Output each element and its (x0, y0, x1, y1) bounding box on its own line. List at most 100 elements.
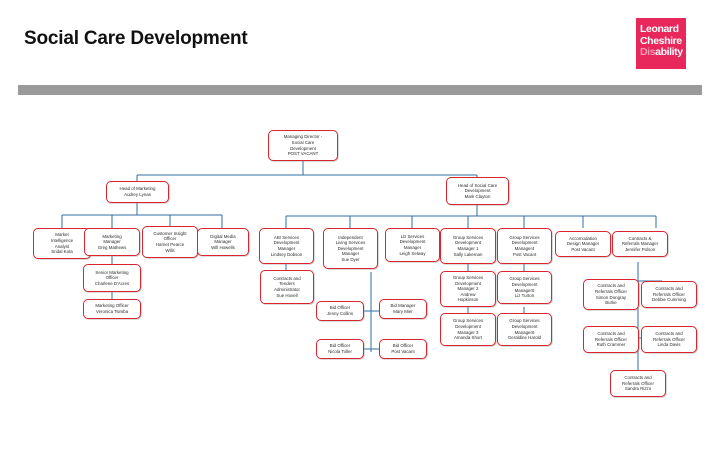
node-contracts-referrals-officer-ruth-crammer[interactable]: Contracts and Referrals Officer Ruth Cra… (583, 326, 639, 353)
node-line: Head of Marketing (119, 186, 156, 192)
header-divider-bar (18, 85, 702, 95)
node-line: Market (55, 232, 69, 238)
node-group-services-development-manager-1[interactable]: Group Services Development Manager 1 Sal… (440, 228, 496, 264)
node-line: LD Services (400, 233, 425, 239)
logo-line-cheshire: Cheshire (640, 34, 682, 47)
node-line: Manager (214, 239, 232, 245)
node-line: Bid Officer (392, 343, 414, 349)
node-line: Digital Media (210, 233, 236, 239)
node-line: Group Services (509, 276, 540, 282)
node-line: Group Services (509, 234, 540, 240)
node-line: Manager (277, 246, 296, 251)
node-line: Lindsey Dobson (270, 251, 303, 257)
node-line: Manager (103, 239, 121, 245)
node-line: Referrals Officer (653, 291, 685, 297)
node-contracts-referrals-officer-simon-dongray-burke[interactable]: Contracts and Referrals Officer Simon Do… (583, 279, 639, 310)
node-contracts-and-tenders-administrator[interactable]: Contracts and Tenders Administrator Sue … (260, 270, 314, 304)
node-line: POST VACANT (287, 151, 319, 157)
node-line: Contracts and (655, 286, 683, 292)
node-contracts-referrals-officer-linda-davis[interactable]: Contracts and Referrals Officer Linda Da… (641, 326, 697, 353)
node-line: Manager (341, 251, 360, 257)
node-line: Development (273, 240, 300, 246)
node-group-services-development-manager-5[interactable]: Group Services Development Manager5 Liz … (497, 271, 552, 304)
node-senior-marketing-officer[interactable]: Senior Marketing Officer Charlene D'Acre… (83, 264, 141, 292)
node-managing-director[interactable]: Managing Director - Social Care Developm… (268, 130, 338, 161)
node-line: Living Services (335, 240, 366, 246)
node-line: Andrew (460, 291, 476, 297)
node-line: Group Services (452, 234, 484, 240)
node-line: Development (455, 240, 481, 246)
node-head-of-social-care-development[interactable]: Head of Social Care Development Mark Cla… (446, 177, 509, 205)
node-line: Greg Mathews (97, 244, 127, 250)
node-line: Simon Dongray (595, 294, 627, 300)
node-bid-manager-mary-mier[interactable]: Bid Manager Mary Mier (379, 299, 427, 319)
node-line: Nicola Toller (328, 349, 352, 354)
node-customer-insight-officer[interactable]: Customer Insight Officer Harriet Pearce … (142, 226, 198, 258)
node-line: Managing Director - (283, 134, 323, 140)
node-group-services-development-manager-6[interactable]: Group Services Development Manager6 Gera… (497, 313, 552, 346)
node-line: Referrals Officer (653, 336, 685, 342)
node-line: Charlene D'Acres (94, 280, 130, 286)
node-marketing-manager[interactable]: Marketing Manager Greg Mathews (84, 228, 140, 256)
node-line: Marketing (102, 233, 122, 239)
node-line: Wills (165, 247, 175, 253)
node-line: Development (399, 239, 426, 245)
node-ld-services-development-manager[interactable]: LD Services Development Manager Leigh Se… (385, 228, 440, 262)
node-line: Debbie Cumming (652, 297, 686, 303)
node-line: Manager4 (514, 246, 535, 251)
leonard-cheshire-disability-logo: Leonard Cheshire Disability (636, 18, 686, 69)
node-contracts-referrals-officer-sandra-rizzo[interactable]: Contracts and Referrals Officer Sandra R… (610, 370, 666, 397)
node-line: Leigh Selway (399, 250, 426, 256)
logo-text-dis: Dis (640, 46, 656, 58)
node-line: Manager 2 (457, 286, 479, 292)
node-line: Marketing Officer (95, 303, 129, 309)
node-line: Bid Officer (329, 343, 351, 349)
node-line: Mark Clayton (464, 193, 491, 199)
node-line: Accomodation (569, 235, 597, 241)
node-line: Jennifer Polson (624, 246, 656, 252)
node-contracts-referrals-manager[interactable]: Contracts & Referrals Manager Jennifer P… (612, 231, 668, 257)
node-line: Referrals Officer (595, 336, 627, 342)
node-line: Sridal Kota (51, 249, 73, 255)
node-group-services-development-manager-3[interactable]: Group Services Development Manager 3 Ama… (440, 313, 496, 346)
node-line: Customer Insight (153, 230, 187, 236)
node-group-services-development-manager-2[interactable]: Group Services Development Manager 2 And… (440, 271, 496, 307)
node-contracts-referrals-officer-debbie-cumming[interactable]: Contracts and Referrals Officer Debbie C… (641, 281, 697, 308)
node-head-of-marketing[interactable]: Head of Marketing Audrey Lynas (106, 181, 169, 203)
node-independent-living-services-development-manager[interactable]: Independent Living Services Development … (323, 228, 378, 269)
node-abi-services-development-manager[interactable]: ABI Services Development Manager Lindsey… (259, 228, 314, 264)
node-line: Manager5 (514, 287, 535, 293)
node-line: Hopkinson (457, 297, 479, 303)
node-bid-officer-nicola-toller[interactable]: Bid Officer Nicola Toller (316, 339, 364, 359)
node-bid-officer-post-vacant[interactable]: Bid Officer Post Vacant (379, 339, 427, 359)
node-line: Bid Manager (390, 303, 416, 309)
node-line: Manager (403, 245, 422, 250)
slide-header: Social Care Development Leonard Cheshire… (0, 0, 720, 95)
node-accomodation-design-manager[interactable]: Accomodation Design Manager Post Vacant (555, 231, 611, 257)
node-line: Administrator (274, 287, 300, 292)
node-line: Sandra Rizzo (624, 386, 652, 392)
page-title: Social Care Development (24, 28, 248, 49)
node-line: Intelligence (50, 237, 74, 243)
node-line: Officer (163, 236, 177, 242)
node-line: Post Vacant (512, 251, 537, 257)
node-line: Post Vacant (391, 349, 415, 354)
node-line: Analyst (54, 243, 70, 249)
node-line: Manager6 (514, 329, 535, 335)
node-line: Contracts and (273, 275, 301, 281)
node-group-services-development-manager-4[interactable]: Group Services Development Manager4 Post… (497, 228, 552, 264)
logo-line-disability: Disability (640, 46, 686, 59)
node-line: Development (511, 240, 538, 246)
node-digital-media-manager[interactable]: Digital Media Manager Will Howells (197, 228, 249, 256)
node-line: Development (511, 323, 538, 329)
node-market-intelligence-analyst[interactable]: Market Intelligence Analyst Sridal Kota (33, 228, 91, 259)
node-line: Design Manager (566, 241, 600, 247)
node-line: Jenny Collins (326, 311, 354, 316)
node-marketing-officer[interactable]: Marketing Officer Veronica Tsimba (83, 299, 141, 319)
node-line: Development (464, 188, 491, 194)
node-line: Senior Marketing (95, 269, 129, 275)
node-bid-officer-jenny-collins[interactable]: Bid Officer Jenny Collins (316, 301, 364, 321)
node-line: Sally Lakeman (453, 251, 483, 257)
node-line: Geraldine Harold (507, 335, 542, 341)
